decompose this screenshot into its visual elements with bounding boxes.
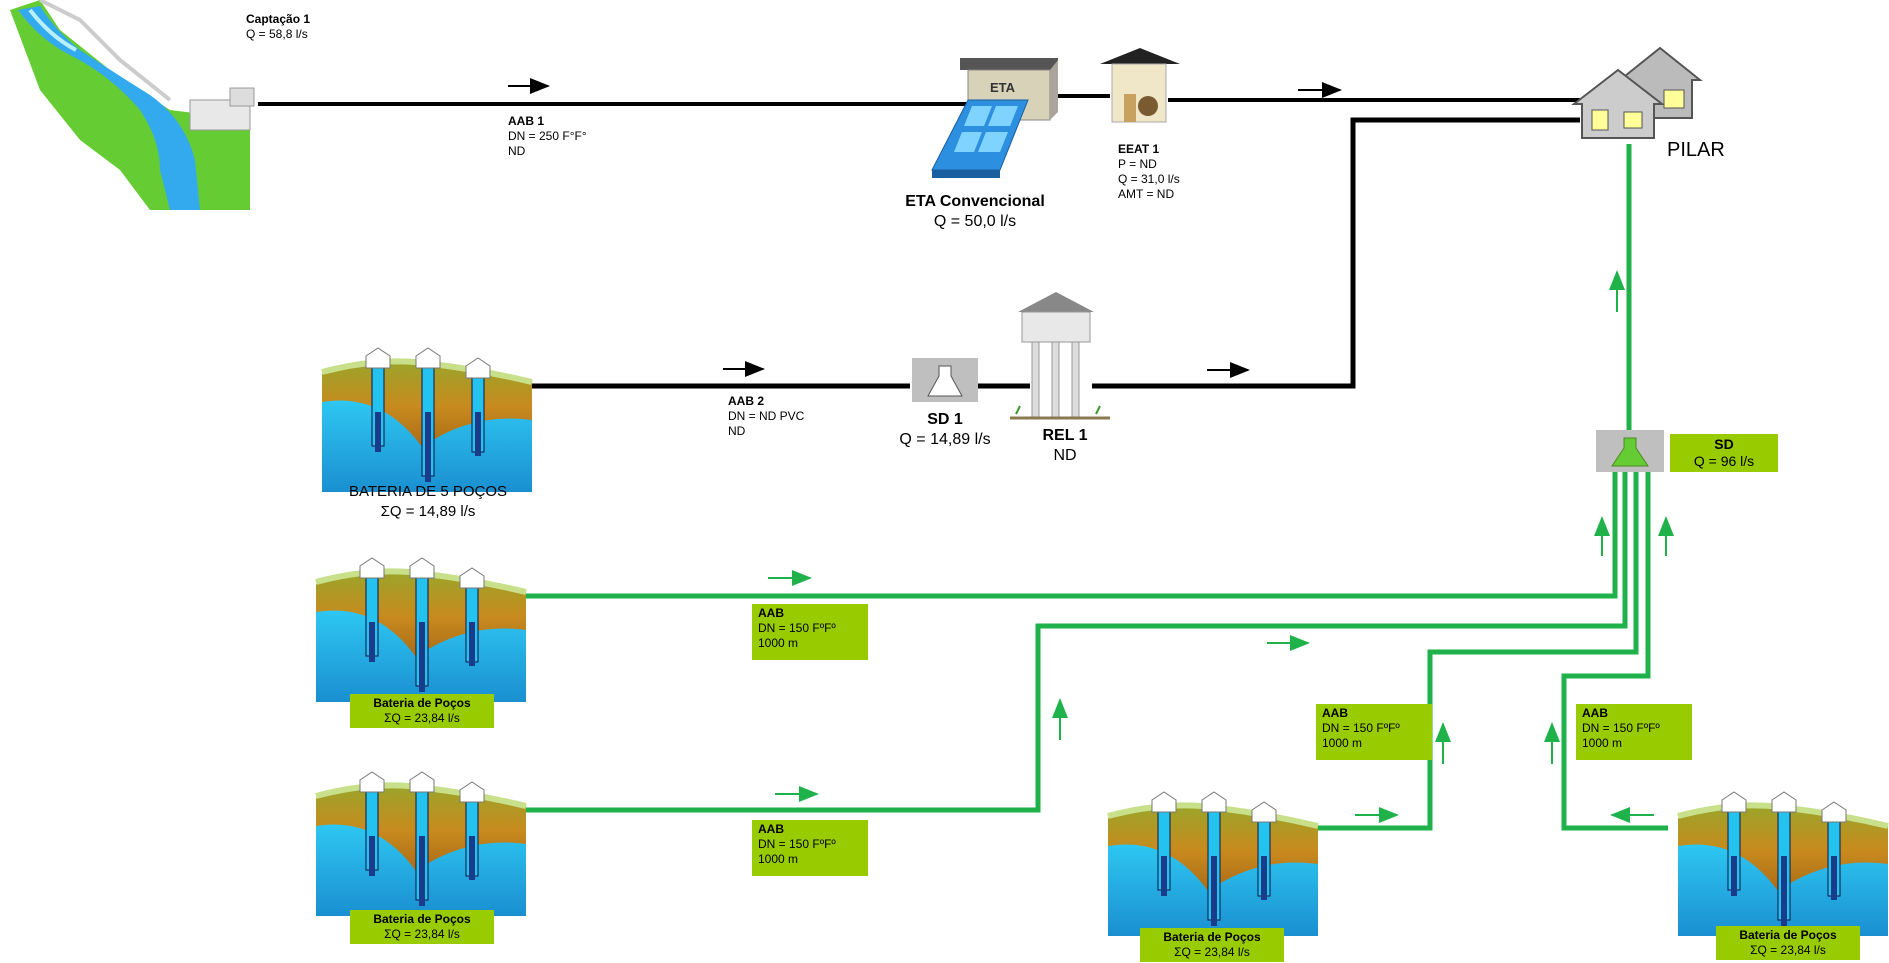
bateria5-title: BATERIA DE 5 POÇOS [348, 483, 508, 500]
bateria-3-label: Bateria de Poços ΣQ = 23,84 l/s [1140, 928, 1284, 962]
aab1-dn: DN = 250 F°F° [508, 129, 587, 143]
bateria-1-flow: ΣQ = 23,84 l/s [384, 711, 460, 725]
sd1-icon [912, 358, 978, 402]
eta-label: ETA Convencional Q = 50,0 l/s [900, 192, 1050, 232]
captacao-label: Captação 1 Q = 58,8 l/s [246, 12, 310, 42]
bateria-1-wells-icon [316, 558, 526, 702]
eta-icon [931, 58, 1058, 178]
sd-flow: Q = 96 l/s [1693, 453, 1755, 469]
aab-box-2: AAB DN = 150 FºFº 1000 m [752, 820, 868, 876]
captacao-title: Captação 1 [246, 12, 311, 26]
aab2-len: ND [728, 424, 746, 438]
rel1-tower-icon [1010, 292, 1110, 420]
eta-title: ETA Convencional [905, 193, 1045, 210]
eeat1-p: P = ND [1118, 157, 1157, 171]
captacao-icon [10, 0, 255, 210]
bateria-2-label: Bateria de Poços ΣQ = 23,84 l/s [350, 910, 494, 944]
sd-icon [1596, 430, 1664, 472]
aab1-len: ND [508, 144, 526, 158]
aab-box-4-title: AAB [1582, 706, 1608, 720]
aab-box-1: AAB DN = 150 FºFº 1000 m [752, 604, 868, 660]
sd-label-box: SD Q = 96 l/s [1670, 434, 1778, 472]
bateria-2-title: Bateria de Poços [373, 912, 471, 926]
aab-box-2-dn: DN = 150 FºFº [758, 837, 836, 851]
bateria-3-flow: ΣQ = 23,84 l/s [1174, 945, 1250, 959]
bateria5-wells-icon [322, 348, 532, 492]
pilar-title: PILAR [1667, 139, 1725, 161]
bateria5-flow: ΣQ = 14,89 l/s [380, 503, 476, 520]
aab-box-3-dn: DN = 150 FºFº [1322, 721, 1400, 735]
rel1-label: REL 1 ND [1010, 426, 1120, 466]
aab-box-4-dn: DN = 150 FºFº [1582, 721, 1660, 735]
aab2-title: AAB 2 [728, 394, 765, 408]
aab1-title: AAB 1 [508, 114, 545, 128]
bateria-4-flow: ΣQ = 23,84 l/s [1750, 943, 1826, 957]
bateria5-label: BATERIA DE 5 POÇOS ΣQ = 14,89 l/s [322, 482, 534, 522]
aab2-dn: DN = ND PVC [728, 409, 805, 423]
captacao-flow: Q = 58,8 l/s [246, 27, 308, 41]
sd-title: SD [1714, 436, 1734, 452]
aab-box-2-len: 1000 m [758, 852, 799, 866]
sd1-flow: Q = 14,89 l/s [899, 431, 991, 448]
bateria-3-title: Bateria de Poços [1163, 930, 1261, 944]
aab-box-3-len: 1000 m [1322, 736, 1363, 750]
eeat1-title: EEAT 1 [1118, 142, 1160, 156]
bateria-1-title: Bateria de Poços [373, 696, 471, 710]
aab-box-3: AAB DN = 150 FºFº 1000 m [1316, 704, 1432, 760]
eta-icon-text: ETA [990, 80, 1016, 95]
aab-box-4: AAB DN = 150 FºFº 1000 m [1576, 704, 1692, 760]
aab-box-2-title: AAB [758, 822, 784, 836]
rel1-value: ND [1053, 447, 1077, 464]
bateria-4-label: Bateria de Poços ΣQ = 23,84 l/s [1716, 926, 1860, 960]
aab1-label: AAB 1 DN = 250 F°F° ND [508, 114, 587, 159]
eta-flow: Q = 50,0 l/s [933, 213, 1017, 230]
bateria-3-wells-icon [1108, 792, 1318, 936]
aab-box-1-title: AAB [758, 606, 784, 620]
bateria-2-flow: ΣQ = 23,84 l/s [384, 927, 460, 941]
eeat1-label: EEAT 1 P = ND Q = 31,0 l/s AMT = ND [1118, 142, 1180, 202]
bateria-1-label: Bateria de Poços ΣQ = 23,84 l/s [350, 694, 494, 728]
aab-box-1-len: 1000 m [758, 636, 799, 650]
green-pipes [525, 144, 1668, 831]
bateria-4-title: Bateria de Poços [1739, 928, 1837, 942]
pipe-rel1-pilar [1092, 117, 1580, 389]
eeat-icon [1100, 48, 1180, 123]
eeat1-q: Q = 31,0 l/s [1118, 172, 1180, 186]
bateria-2-wells-icon [316, 772, 526, 916]
pilar-houses-icon [1571, 46, 1703, 139]
bateria-4-wells-icon [1678, 792, 1888, 936]
sd1-label: SD 1 Q = 14,89 l/s [880, 410, 1010, 450]
sd1-title: SD 1 [927, 411, 963, 428]
aab-box-3-title: AAB [1322, 706, 1348, 720]
rel1-title: REL 1 [1042, 427, 1088, 444]
aab-box-1-dn: DN = 150 FºFº [758, 621, 836, 635]
eeat1-amt: AMT = ND [1118, 187, 1175, 201]
aab-box-4-len: 1000 m [1582, 736, 1623, 750]
aab2-label: AAB 2 DN = ND PVC ND [728, 394, 804, 439]
